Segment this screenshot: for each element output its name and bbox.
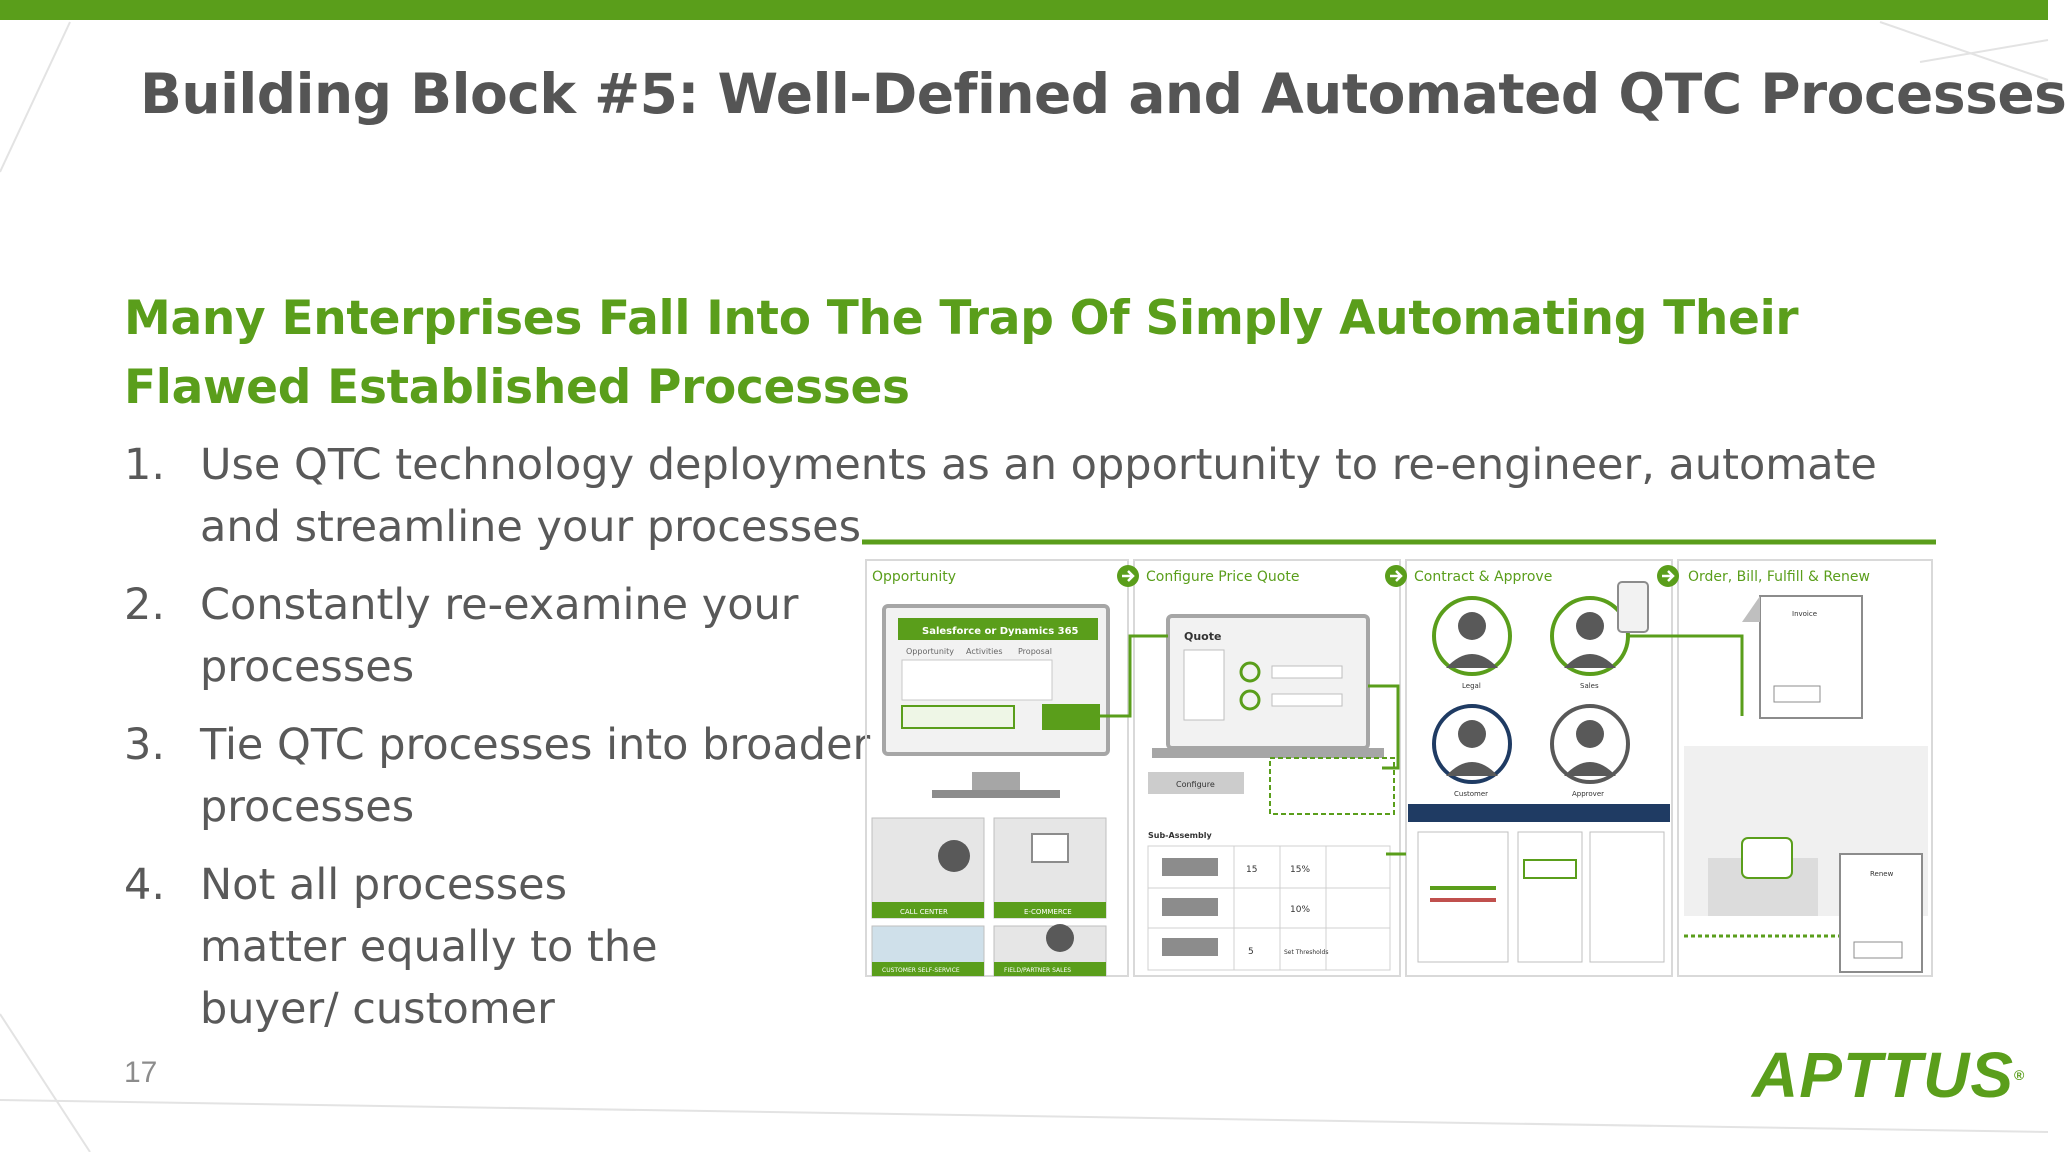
role-label: Legal <box>1462 682 1481 690</box>
bullet-number: 3. <box>124 720 166 770</box>
bullet-item: 4. Not all processes matter equally to t… <box>124 854 1924 1040</box>
renew-document: Renew <box>1839 853 1923 973</box>
table-value: 10% <box>1290 905 1310 915</box>
channel-label: CALL CENTER <box>900 908 948 916</box>
table-value: 5 <box>1248 947 1254 957</box>
bullet-text: Constantly re-examine your processes <box>200 580 799 692</box>
qtc-process-illustration: Opportunity Configure Price Quote Contra… <box>862 539 1936 977</box>
bullet-list: 1. Use QTC technology deployments as an … <box>124 434 1924 1056</box>
stage-label: Order, Bill, Fulfill & Renew <box>1688 569 1870 585</box>
role-label: Customer <box>1454 790 1488 798</box>
cpq-panel <box>1133 559 1401 977</box>
mobile-phone-icon <box>1617 581 1649 633</box>
crm-tab: Proposal <box>1018 647 1052 656</box>
configure-label: Configure <box>1176 780 1215 789</box>
arrow-right-icon <box>1662 570 1675 582</box>
contract-banner <box>1408 804 1670 822</box>
bullet-text: Not all processes matter equally to the … <box>200 860 658 1034</box>
config-table <box>1147 845 1391 971</box>
table-value: Set Thresholds <box>1284 949 1328 956</box>
bullet-item: 2. Constantly re-examine your processes <box>124 574 1924 698</box>
apttus-logo: APTTUS® <box>1752 1040 2024 1110</box>
arrow-right-icon <box>1122 570 1135 582</box>
contract-panel <box>1405 559 1673 977</box>
role-label: Approver <box>1572 790 1604 798</box>
top-accent-bar <box>0 0 2048 20</box>
contract-documents <box>1417 831 1665 963</box>
invoice-document: Invoice <box>1742 595 1863 719</box>
logo-text: APTTUS <box>1752 1039 2014 1111</box>
channel-label: CUSTOMER SELF-SERVICE <box>882 967 960 974</box>
stage-label: Opportunity <box>872 569 956 585</box>
bullet-number: 1. <box>124 440 166 490</box>
page-number: 17 <box>124 1056 158 1089</box>
bullet-number: 4. <box>124 860 166 910</box>
bullet-item: 3. Tie QTC processes into broader proces… <box>124 714 1924 838</box>
stage-label: Configure Price Quote <box>1146 569 1299 585</box>
crm-monitor: Salesforce or Dynamics 365 Opportunity A… <box>882 604 1110 798</box>
channel-label: E-COMMERCE <box>1024 908 1072 916</box>
bullet-item: 1. Use QTC technology deployments as an … <box>124 434 1924 558</box>
doc-label: Renew <box>1870 870 1894 878</box>
slide-subtitle: Many Enterprises Fall Into The Trap Of S… <box>124 291 1799 415</box>
arrow-right-icon <box>1390 570 1403 582</box>
order-panel <box>1677 559 1933 977</box>
quote-label: Quote <box>1184 630 1221 643</box>
bullet-number: 2. <box>124 580 166 630</box>
channel-label: FIELD/PARTNER SALES <box>1004 967 1071 974</box>
stage-label: Contract & Approve <box>1414 569 1552 585</box>
crm-tab: Activities <box>966 647 1003 656</box>
channel-tiles: CALL CENTER E-COMMERCE CUSTOMER SELF-SER… <box>871 817 1107 977</box>
quote-laptop: Quote Configure Sub-Assembly <box>1148 614 1395 840</box>
registered-mark: ® <box>2014 1067 2026 1083</box>
slide-title: Building Block #5: Well-Defined and Auto… <box>140 62 2066 126</box>
bullet-text: Use QTC technology deployments as an opp… <box>200 440 1877 552</box>
crm-tab: Opportunity <box>906 647 954 656</box>
bullet-text: Tie QTC processes into broader processes <box>200 720 871 832</box>
doc-label: Invoice <box>1792 610 1817 618</box>
approver-avatars: Legal Sales Customer Approver <box>1432 596 1630 798</box>
table-value: 15% <box>1290 865 1310 875</box>
role-label: Sales <box>1580 682 1599 690</box>
table-value: 15 <box>1246 865 1257 875</box>
subassembly-label: Sub-Assembly <box>1148 831 1212 840</box>
crm-label: Salesforce or Dynamics 365 <box>922 626 1079 637</box>
